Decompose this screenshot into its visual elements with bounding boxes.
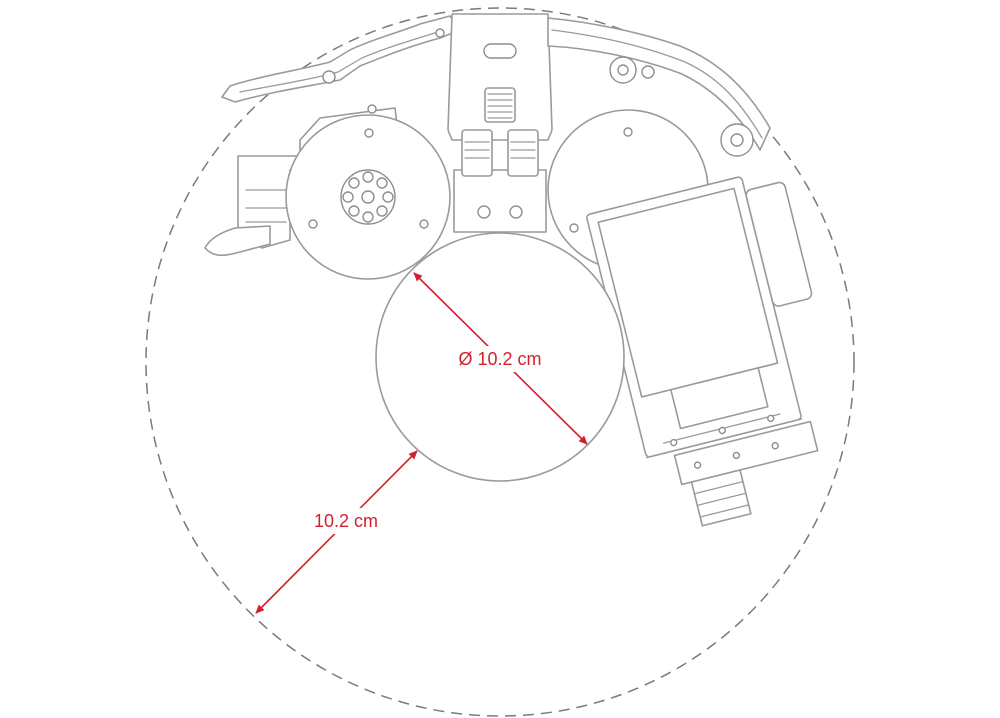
right-frame-rail [547,17,771,151]
offset-label: 10.2 cm [314,511,378,531]
rig-assembly [204,13,819,527]
top-center-plate [447,13,553,141]
offset-dimension: 10.2 cm [255,450,418,614]
diameter-dimension: Ø 10.2 cm [413,272,588,445]
camera-body [586,176,813,459]
center-block [453,169,547,233]
left-wheel-hub [342,171,394,223]
clearance-circle [145,7,855,717]
diameter-label: Ø 10.2 cm [458,349,541,369]
lower-bracket [673,420,819,527]
